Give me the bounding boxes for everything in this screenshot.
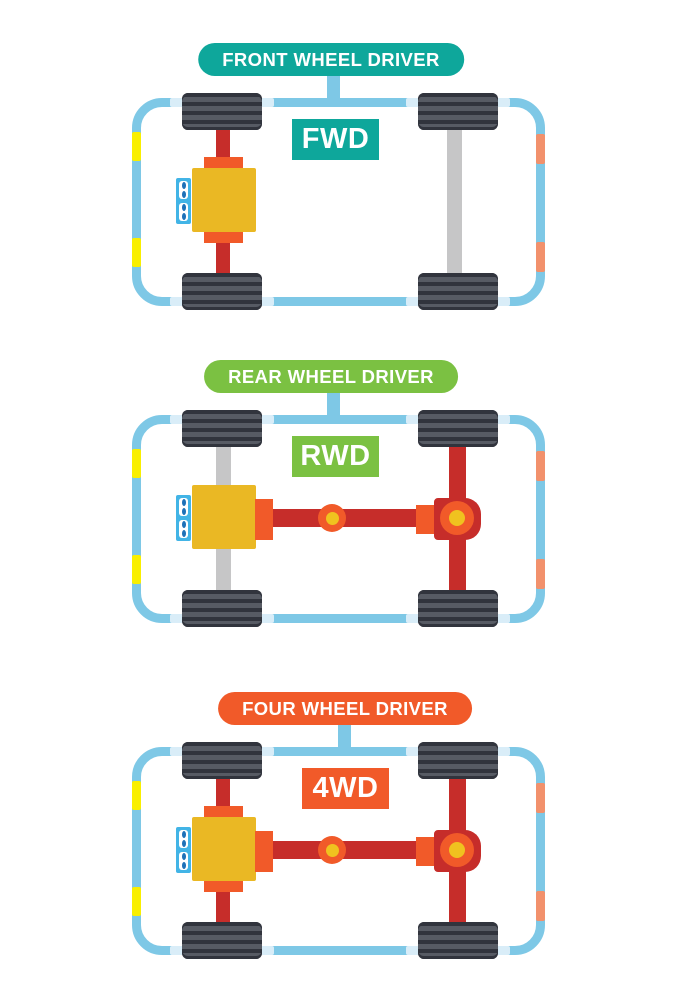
rear-left-wheel <box>418 410 498 447</box>
taillight-segment <box>536 783 545 813</box>
universal-joint <box>318 836 346 864</box>
front-halfshaft-top <box>216 128 230 160</box>
taillight-segment <box>536 242 545 272</box>
rear-left-wheel <box>418 742 498 779</box>
headlight-segment <box>132 238 141 267</box>
headlight-segment <box>132 555 141 584</box>
differential-joint <box>440 501 474 535</box>
fwd-badge: FWD <box>292 119 379 160</box>
4wd-pill-connector <box>338 718 351 752</box>
taillight-segment <box>536 891 545 921</box>
taillight-segment <box>536 134 545 164</box>
4wd-title-pill: FOUR WHEEL DRIVER <box>218 692 472 725</box>
fwd-title-pill: FRONT WHEEL DRIVER <box>198 43 464 76</box>
4wd-badge: 4WD <box>302 768 389 809</box>
transmission-block <box>255 831 273 872</box>
headlight-segment <box>132 449 141 478</box>
front-left-wheel <box>182 410 262 447</box>
fan-icon <box>179 830 188 849</box>
engine-block <box>192 485 256 549</box>
fan-icon <box>179 181 188 200</box>
rear-right-wheel <box>418 273 498 310</box>
front-right-wheel <box>182 590 262 627</box>
radiator-fan <box>176 827 191 873</box>
differential-joint <box>440 833 474 867</box>
taillight-segment <box>536 451 545 481</box>
fan-icon <box>179 519 188 538</box>
universal-joint <box>318 504 346 532</box>
4wd-section: FOUR WHEEL DRIVER 4WD <box>0 692 681 992</box>
front-right-wheel <box>182 273 262 310</box>
front-left-wheel <box>182 742 262 779</box>
rwd-chassis-outline: RWD <box>132 410 545 627</box>
fwd-section: FRONT WHEEL DRIVER FWD <box>0 43 681 343</box>
4wd-chassis-outline: 4WD <box>132 742 545 959</box>
rear-left-wheel <box>418 93 498 130</box>
rwd-pill-connector <box>327 386 340 420</box>
headlight-segment <box>132 132 141 161</box>
rear-axle-free <box>447 126 462 278</box>
rwd-section: REAR WHEEL DRIVER RWD <box>0 360 681 660</box>
radiator-fan <box>176 495 191 541</box>
front-halfshaft-bottom <box>216 888 230 922</box>
engine-block <box>192 168 256 232</box>
radiator-fan <box>176 178 191 224</box>
headlight-segment <box>132 781 141 810</box>
fwd-chassis-outline: FWD <box>132 93 545 310</box>
rear-right-wheel <box>418 922 498 959</box>
rwd-badge: RWD <box>292 436 379 477</box>
engine-mount-bottom <box>204 880 243 892</box>
fwd-pill-connector <box>327 69 340 103</box>
front-halfshaft-top <box>216 777 230 809</box>
transmission-block <box>255 499 273 540</box>
fan-icon <box>179 851 188 870</box>
rear-right-wheel <box>418 590 498 627</box>
fan-icon <box>179 498 188 517</box>
engine-mount-top <box>204 806 243 818</box>
fan-icon <box>179 202 188 221</box>
headlight-segment <box>132 887 141 916</box>
driveshaft <box>270 509 441 527</box>
engine-block <box>192 817 256 881</box>
engine-mount-bottom <box>204 231 243 243</box>
front-right-wheel <box>182 922 262 959</box>
rwd-title-pill: REAR WHEEL DRIVER <box>204 360 458 393</box>
front-halfshaft-bottom <box>216 239 230 273</box>
engine-mount-top <box>204 157 243 169</box>
front-left-wheel <box>182 93 262 130</box>
taillight-segment <box>536 559 545 589</box>
driveshaft <box>270 841 441 859</box>
